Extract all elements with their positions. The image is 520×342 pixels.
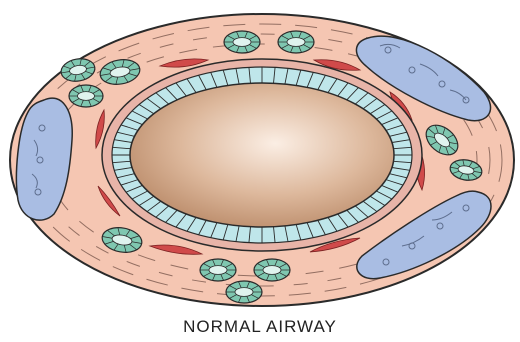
submucosal-gland	[278, 31, 314, 53]
submucosal-gland	[200, 259, 236, 281]
submucosal-gland	[69, 85, 103, 107]
diagram-caption: NORMAL AIRWAY	[0, 317, 520, 337]
submucosal-gland	[254, 259, 290, 281]
submucosal-gland	[224, 31, 260, 53]
submucosal-gland	[226, 281, 262, 303]
airway-lumen	[130, 83, 394, 227]
